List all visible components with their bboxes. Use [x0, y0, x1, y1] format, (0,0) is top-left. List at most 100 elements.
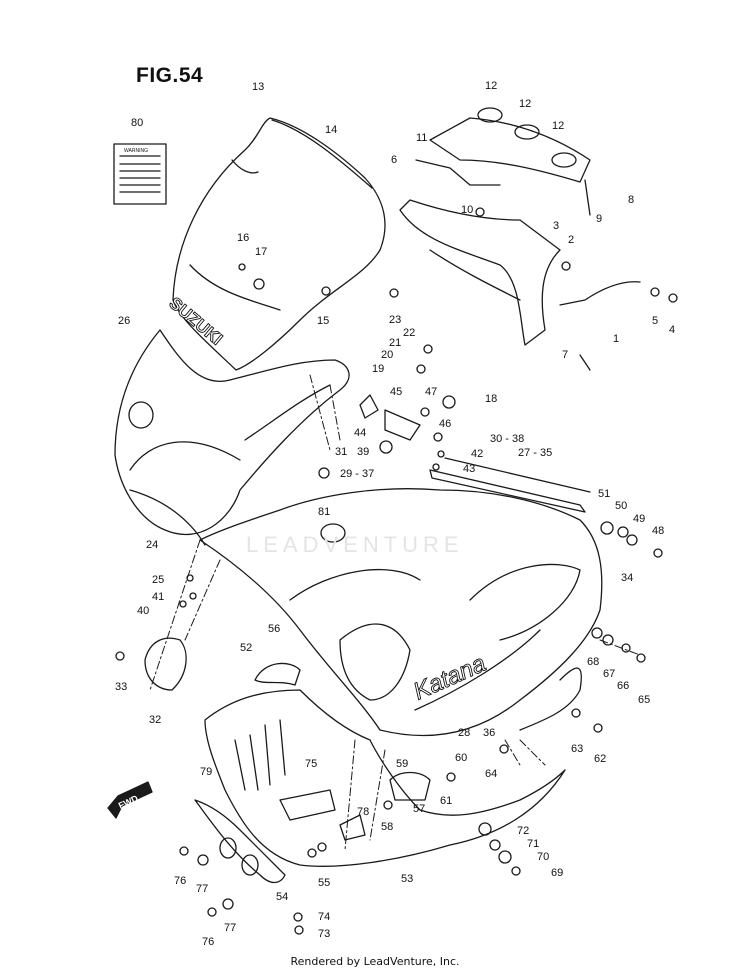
callout-40: 40	[137, 605, 149, 617]
callout-50: 50	[615, 500, 627, 512]
callout-48: 48	[652, 525, 664, 537]
callout-39: 39	[357, 446, 369, 458]
callout-34: 34	[621, 572, 633, 584]
callout-17: 17	[255, 246, 267, 258]
callout-57: 57	[413, 803, 425, 815]
callout-55: 55	[318, 877, 330, 889]
callout-24: 24	[146, 539, 158, 551]
callout-49: 49	[633, 513, 645, 525]
callout-18: 18	[485, 393, 497, 405]
callout-41: 41	[152, 591, 164, 603]
callout-4: 4	[669, 324, 675, 336]
callout-75: 75	[305, 758, 317, 770]
warning-label	[113, 143, 167, 205]
callout-58: 58	[381, 821, 393, 833]
callout-76a: 76	[174, 875, 186, 887]
callout-71: 71	[527, 838, 539, 850]
callout-62: 62	[594, 753, 606, 765]
callout-6: 6	[391, 154, 397, 166]
callout-77b: 77	[224, 922, 236, 934]
callout-labels: 1 2 3 4 5 6 7 8 9 10 11 12 12 12 13 14 1…	[115, 80, 675, 948]
callout-54: 54	[276, 891, 288, 903]
under-cowl	[204, 689, 566, 867]
watermark: LEADVENTURE	[246, 532, 464, 557]
callout-14: 14	[325, 124, 337, 136]
fairing-stay	[399, 199, 561, 346]
callout-20: 20	[381, 349, 393, 361]
callout-59: 59	[396, 758, 408, 770]
callout-76b: 76	[202, 936, 214, 948]
callout-67: 67	[603, 668, 615, 680]
callout-13: 13	[252, 81, 264, 93]
callout-11: 11	[416, 132, 427, 144]
callout-5: 5	[652, 315, 658, 327]
callout-78: 78	[357, 806, 369, 818]
callout-45: 45	[390, 386, 402, 398]
callout-74: 74	[318, 911, 330, 923]
callout-23: 23	[389, 314, 401, 326]
callout-61: 61	[440, 795, 452, 807]
callout-69: 69	[551, 867, 563, 879]
callout-63: 63	[571, 743, 583, 755]
diagram-artwork	[107, 107, 678, 935]
callout-79: 79	[200, 766, 212, 778]
side-panel	[194, 799, 286, 884]
callout-66: 66	[617, 680, 629, 692]
upper-fairing	[114, 329, 350, 536]
inspection-cover	[144, 637, 187, 691]
callout-16: 16	[237, 232, 249, 244]
callout-47: 47	[425, 386, 437, 398]
instrument-panel	[429, 117, 591, 183]
callout-19: 19	[372, 363, 384, 375]
windscreen	[172, 117, 386, 371]
callout-28: 28	[458, 727, 470, 739]
callout-21: 21	[389, 337, 401, 349]
callout-33: 33	[115, 681, 127, 693]
warning-label-text: WARNING	[124, 148, 148, 154]
callout-15: 15	[317, 315, 329, 327]
callout-64: 64	[485, 768, 497, 780]
callout-65: 65	[638, 694, 650, 706]
model-decal: Katana	[409, 650, 489, 706]
callout-25: 25	[152, 574, 164, 586]
callout-60: 60	[455, 752, 467, 764]
windscreen-trim	[271, 119, 373, 189]
callout-12b: 12	[519, 98, 531, 110]
callout-70: 70	[537, 851, 549, 863]
callout-1: 1	[613, 333, 619, 345]
callout-80: 80	[131, 117, 143, 129]
callout-81: 81	[318, 506, 330, 518]
callout-29-37: 29 - 37	[340, 468, 374, 480]
callout-12c: 12	[552, 120, 564, 132]
callout-77a: 77	[196, 883, 208, 895]
lower-cowl	[199, 488, 603, 737]
forward-arrow	[107, 781, 153, 819]
callout-53: 53	[401, 873, 413, 885]
callout-3: 3	[553, 220, 559, 232]
callout-46: 46	[439, 418, 451, 430]
callout-56: 56	[268, 623, 280, 635]
callout-9: 9	[596, 213, 602, 225]
callout-26: 26	[118, 315, 130, 327]
callout-42: 42	[471, 448, 483, 460]
callout-36: 36	[483, 727, 495, 739]
callout-7: 7	[562, 349, 568, 361]
callout-51: 51	[598, 488, 610, 500]
callout-22: 22	[403, 327, 415, 339]
callout-72: 72	[517, 825, 529, 837]
callout-27-35: 27 - 35	[518, 447, 552, 459]
callout-12a: 12	[485, 80, 497, 92]
callout-31: 31	[335, 446, 347, 458]
callout-8: 8	[628, 194, 634, 206]
brand-decal: SUZUKI	[165, 294, 226, 349]
callout-44: 44	[354, 427, 366, 439]
callout-43: 43	[463, 463, 475, 475]
callout-68: 68	[587, 656, 599, 668]
footer-credit: Rendered by LeadVenture, Inc.	[290, 955, 460, 968]
fastener-group	[115, 207, 678, 935]
callout-30-38: 30 - 38	[490, 433, 524, 445]
callout-52: 52	[240, 642, 252, 654]
figure-title: FIG.54	[136, 64, 204, 87]
callout-10: 10	[461, 204, 473, 216]
